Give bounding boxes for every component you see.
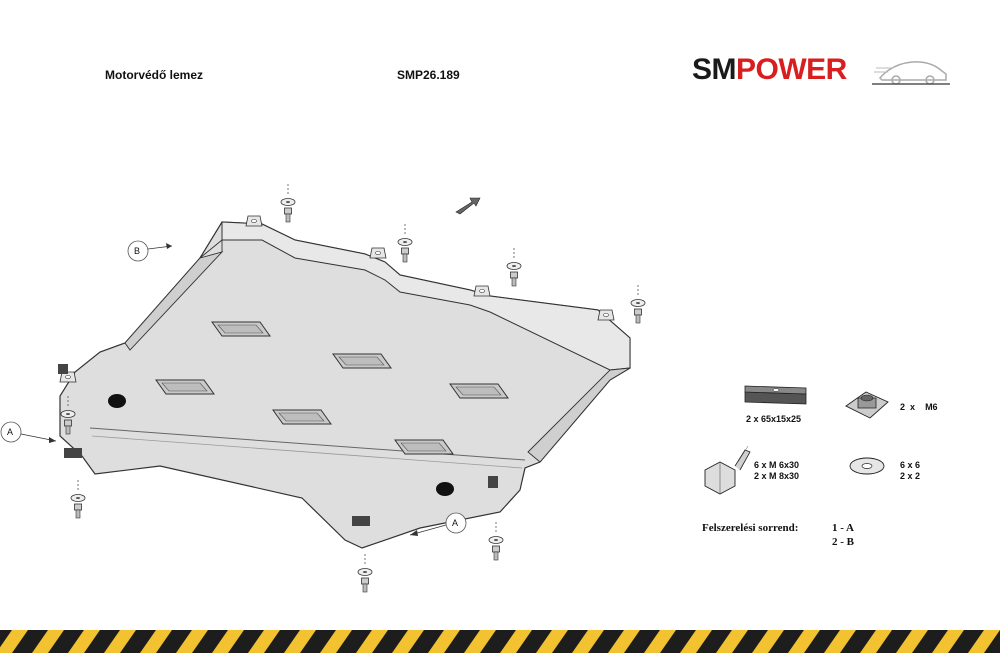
hazard-stripe-band — [104, 630, 136, 653]
hazard-stripe-band — [824, 630, 856, 653]
bolt-icon — [630, 284, 646, 324]
sequence-step-1: 1 - A — [832, 522, 854, 534]
clip-icon — [58, 364, 68, 374]
plate-slot — [211, 321, 271, 337]
hazard-stripe-band — [644, 630, 676, 653]
hazard-stripe-band — [716, 630, 748, 653]
sequence-step-2: 2 - B — [832, 536, 854, 548]
hazard-stripe-band — [680, 630, 712, 653]
product-code: SMP26.189 — [397, 68, 460, 82]
hazard-stripe-band — [392, 630, 424, 653]
clip-icon — [352, 516, 370, 526]
washer-icon — [849, 457, 885, 475]
hazard-stripe-band — [536, 630, 568, 653]
plate-qty: 2 x 65x15x25 — [746, 414, 802, 424]
hazard-stripe-band — [896, 630, 928, 653]
hazard-stripe-band — [176, 630, 208, 653]
plate-slot — [155, 379, 215, 395]
hazard-stripe-band — [320, 630, 352, 653]
hazard-stripe-band — [464, 630, 496, 653]
bolt-icon — [357, 553, 373, 593]
bolt-qty-2: 2 x M 8x30 — [754, 471, 800, 481]
logo-power: POWER — [736, 53, 847, 86]
plate-slot — [272, 409, 332, 425]
bolt-icon — [280, 183, 296, 223]
drain-hole — [108, 394, 126, 408]
sequence-label: Felszerelési sorrend: — [702, 522, 799, 534]
hazard-stripe-band — [572, 630, 604, 653]
callout-a-left — [0, 421, 22, 443]
clip-icon — [64, 448, 82, 458]
callout-b — [127, 240, 149, 262]
bolt-icon — [70, 479, 86, 519]
callout-a-left-label: A — [7, 427, 14, 437]
hazard-stripe-band — [788, 630, 820, 653]
hazard-stripe-band — [284, 630, 316, 653]
bolt-qty-1: 6 x M 6x30 — [754, 460, 800, 470]
hazard-stripe-band — [428, 630, 460, 653]
hazard-stripe — [0, 630, 1000, 653]
hazard-stripe-band — [752, 630, 784, 653]
hex-bolt-icon — [704, 445, 751, 495]
hazard-stripe-band — [212, 630, 244, 653]
nut-qty: 2 x M6 — [900, 402, 938, 412]
callout-a-bottom — [445, 512, 467, 534]
skid-plate — [59, 221, 631, 549]
hazard-stripe-band — [968, 630, 1000, 653]
callout-b-label: B — [134, 246, 141, 256]
washer-qty-1: 6 x 6 — [900, 460, 921, 470]
hazard-stripe-band — [68, 630, 100, 653]
flat-plate-icon — [744, 385, 807, 405]
hazard-stripe-band — [356, 630, 388, 653]
car-logo-icon — [872, 61, 950, 85]
plate-slot — [332, 353, 392, 369]
bolt-icon — [397, 223, 413, 263]
hazard-stripe-band — [0, 630, 28, 653]
hazard-stripe-band — [248, 630, 280, 653]
drain-hole — [436, 482, 454, 496]
washer-qty-2: 2 x 2 — [900, 471, 921, 481]
hazard-stripe-band — [932, 630, 964, 653]
bolt-icon — [506, 247, 522, 287]
logo-sm: SM — [692, 53, 737, 86]
hazard-stripe-band — [140, 630, 172, 653]
hazard-stripe-band — [860, 630, 892, 653]
document-title: Motorvédő lemez — [105, 68, 204, 82]
direction-arrow-icon — [455, 197, 481, 215]
clip-icon — [488, 476, 498, 488]
brand-logo: SMPOWER — [692, 50, 952, 90]
bolt-icon — [488, 521, 504, 561]
hazard-stripe-band — [500, 630, 532, 653]
plate-slot — [394, 439, 454, 455]
skid-plate-diagram — [0, 183, 889, 593]
plate-slot — [449, 383, 509, 399]
hazard-stripe-band — [608, 630, 640, 653]
cage-nut-icon — [845, 391, 889, 419]
hazard-stripe-band — [32, 630, 64, 653]
callout-a-bottom-label: A — [452, 518, 459, 528]
